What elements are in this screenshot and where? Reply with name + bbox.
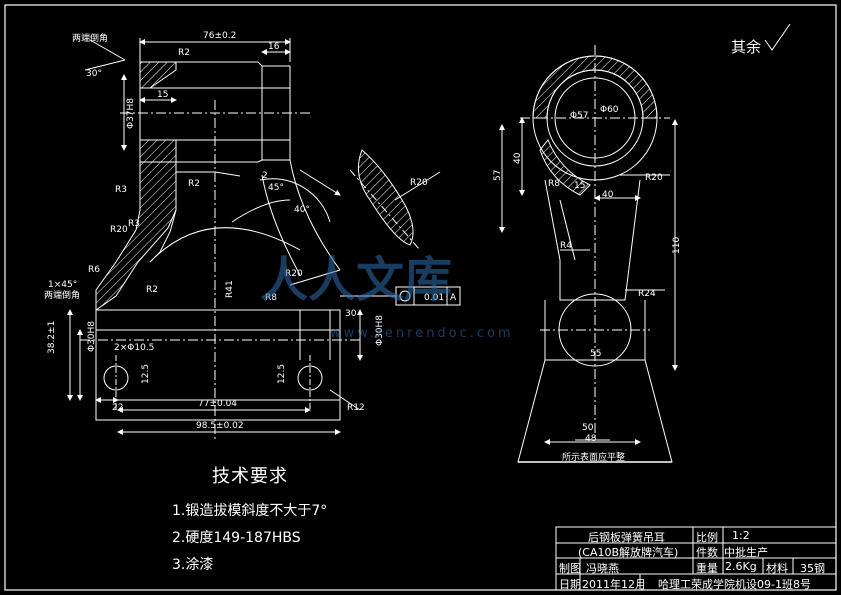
title-block-grid — [555, 526, 837, 591]
scale-label: 比例 — [696, 531, 718, 544]
dim-d57: Φ57 — [570, 111, 589, 121]
weight-label: 重量 — [696, 562, 718, 575]
dim-98: 98.5±0.02 — [196, 421, 244, 431]
dim-r3a: R3 — [115, 185, 127, 195]
dim-16: 16 — [268, 42, 280, 52]
weight-value: 2.6Kg — [725, 560, 757, 573]
tech-item-3: 3.涂漆 — [172, 557, 214, 573]
dim-12b: 12.5 — [277, 364, 287, 384]
dim-both-ends-bottom: 两端倒角 — [44, 289, 80, 301]
dim-40b: 40 — [602, 190, 614, 200]
dim-40deg: 40° — [294, 205, 310, 215]
dim-r20-side: R20 — [645, 173, 663, 183]
qty-value: 中批生产 — [724, 546, 768, 559]
part-name: 后钢板弹簧吊耳 — [588, 531, 665, 544]
dim-76: 76±0.2 — [203, 31, 236, 41]
dim-d60: Φ60 — [600, 105, 619, 115]
dim-77: 77±0.04 — [198, 399, 237, 409]
dim-both-ends-top: 两端倒角 — [72, 32, 108, 44]
dim-r8b: R8 — [548, 179, 560, 189]
dim-r8: R8 — [265, 293, 277, 303]
dim-38: 38.2±1 — [47, 321, 57, 354]
roughness-note: 其余 — [731, 38, 762, 56]
dim-r2b: R2 — [188, 179, 200, 189]
tech-requirements-title: 技术要求 — [212, 466, 288, 487]
dim-chamfer: 1×45° — [48, 280, 77, 290]
tol-datum: A — [450, 293, 457, 303]
front-view — [67, 38, 461, 440]
section-detail — [349, 149, 441, 251]
drawer-name: 冯晓燕 — [586, 562, 619, 575]
dim-d37: Φ37H8 — [126, 98, 136, 129]
roughness-symbol-icon — [764, 23, 791, 51]
material-label: 材料 — [766, 562, 788, 575]
drawer-label: 制图 — [559, 562, 581, 575]
dim-d30b: Φ30H8 — [375, 315, 385, 346]
part-model: (CA10B解放牌汽车) — [578, 546, 679, 559]
school-name: 哈理工荣成学院机设09-1班8号 — [658, 578, 811, 591]
dim-r20b: R20 — [285, 269, 303, 279]
dim-30: 30 — [345, 309, 357, 319]
dim-15: 15 — [157, 90, 168, 100]
base-note: 所示表面应平整 — [562, 451, 625, 463]
dim-r2a: R2 — [178, 48, 190, 58]
watermark-url: www.renrendoc.com — [330, 326, 514, 341]
dimension-labels: 76±0.2 16 15 R2 R2 R2 R3 R3 R20 R6 Φ37H8… — [44, 31, 682, 463]
dim-r20a: R20 — [110, 225, 128, 235]
dim-30deg: 30° — [86, 69, 102, 79]
dim-r4: R4 — [560, 241, 572, 251]
dim-55: 55 — [590, 349, 601, 359]
tol-value: 0.01 — [424, 293, 444, 303]
dim-22: 22 — [112, 403, 123, 413]
dim-hole: 2×Φ10.5 — [114, 343, 154, 353]
tech-item-1: 1.锻造拔模斜度不大于7° — [172, 503, 328, 519]
tech-item-2: 2.硬度149-187HBS — [172, 530, 301, 546]
date-value: 2011年12月 — [582, 578, 646, 591]
dim-r20c: R20 — [410, 178, 428, 188]
dim-110: 110 — [672, 237, 682, 254]
material-value: 35钢 — [800, 562, 825, 575]
dim-r3b: R3 — [128, 219, 140, 229]
drawing-frame — [4, 4, 837, 591]
watermark-logo: 人人文库 — [260, 252, 453, 308]
dim-48: 48 — [585, 434, 597, 444]
dim-12a: 12.5 — [141, 364, 151, 384]
dim-57l: 57 — [493, 170, 503, 181]
dim-r6: R6 — [88, 265, 100, 275]
dim-r41: R41 — [225, 280, 235, 298]
scale-value: 1:2 — [732, 529, 750, 542]
dim-50: 50 — [582, 423, 594, 433]
dim-15b: 15 — [574, 181, 585, 191]
dim-40a: 40 — [513, 152, 523, 164]
dim-45: 45° — [268, 183, 284, 193]
dim-r2c: R2 — [146, 285, 158, 295]
dim-r24: R24 — [638, 289, 656, 299]
qty-label: 件数 — [696, 546, 718, 559]
dim-r12: R12 — [347, 403, 365, 413]
dim-d30a: Φ30H8 — [87, 321, 97, 352]
dim-2: 2 — [262, 171, 268, 181]
side-view — [499, 45, 678, 463]
date-label: 日期 — [559, 578, 581, 591]
